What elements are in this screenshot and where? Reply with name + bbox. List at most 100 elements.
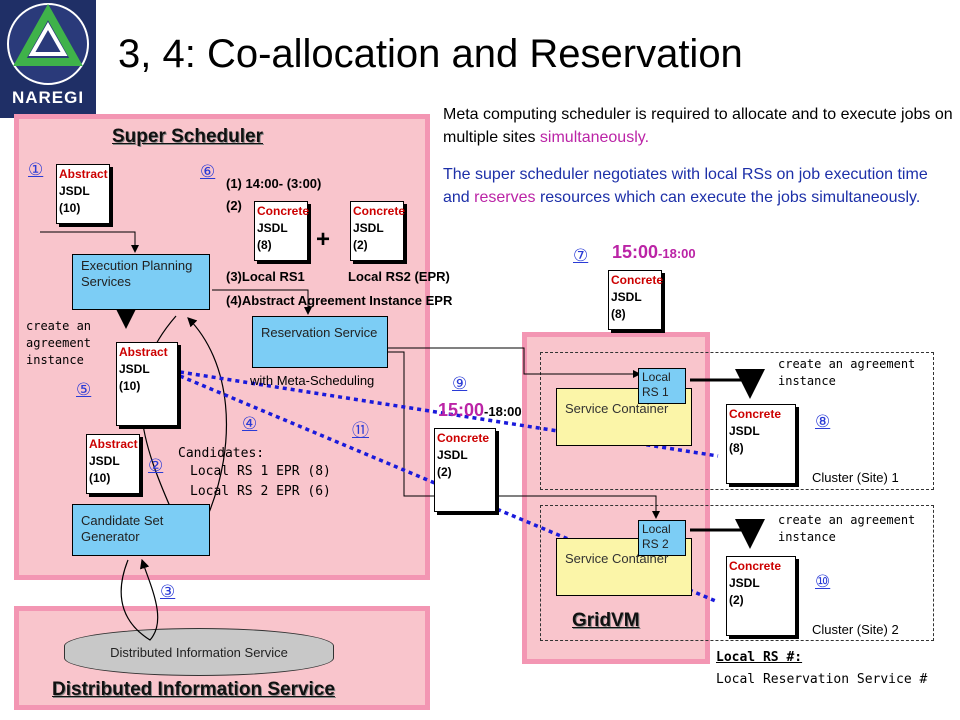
description-highlight: reserves	[474, 189, 536, 206]
doc-kind: Concrete	[437, 431, 490, 445]
abstract-jsdl-doc-3: Abstract JSDL (10)	[86, 434, 140, 494]
doc-kind: Abstract	[89, 437, 138, 451]
create-agreement-label-1: create an agreement instance	[778, 357, 916, 388]
description-highlight: simultaneously.	[539, 129, 650, 146]
step-4-text: (4)Abstract Agreement Instance EPR	[226, 293, 453, 308]
concrete-jsdl-cluster-1: Concrete JSDL (8)	[726, 404, 796, 484]
naregi-logo	[0, 0, 96, 118]
doc-count: (8)	[729, 441, 744, 455]
doc-count: (2)	[353, 238, 368, 252]
doc-kind: Concrete	[353, 204, 406, 218]
doc-kind: Abstract	[119, 345, 168, 359]
create-agreement-label: create an agreement instance	[26, 319, 92, 367]
doc-kind: Concrete	[729, 407, 782, 421]
step-3-text-a: (3)Local RS1	[226, 269, 305, 284]
time-9-start: 15:00	[438, 400, 485, 420]
concrete-jsdl-7: Concrete JSDL (8)	[608, 270, 664, 330]
description-p1: Meta computing scheduler is required to …	[443, 103, 953, 149]
doc-kind: Concrete	[611, 273, 664, 287]
doc-jsdl: JSDL	[353, 221, 384, 235]
doc-jsdl: JSDL	[119, 362, 150, 376]
candidates-label: Candidates:	[178, 446, 265, 461]
step-1-text: (1) 14:00- (3:00)	[226, 176, 322, 191]
time-7: 15:00-18:00	[612, 242, 696, 263]
legend-term: Local RS #:	[716, 650, 803, 665]
cluster-1-box	[540, 352, 934, 490]
time-9: 15:00-18:00	[438, 400, 522, 421]
candidate-2: Local RS 2 EPR (6)	[190, 484, 331, 499]
marker-7: ⑦	[573, 246, 589, 265]
create-agreement-label-2: create an agreement instance	[778, 513, 916, 544]
concrete-jsdl-cluster-2: Concrete JSDL (2)	[726, 556, 796, 636]
local-rs-2: Local RS 2	[638, 520, 686, 556]
marker-3: ③	[160, 582, 176, 601]
marker-10: ⑩	[815, 572, 831, 591]
dis-title: Distributed Information Service	[52, 679, 335, 700]
arrow-rs2-to-concrete2	[690, 519, 765, 549]
doc-count: (2)	[437, 465, 452, 479]
meta-scheduling-label: with Meta-Scheduling	[250, 373, 375, 388]
marker-8: ⑧	[815, 412, 831, 431]
marker-4: ④	[242, 414, 258, 433]
concrete-jsdl-2: Concrete JSDL (2)	[350, 201, 406, 261]
logo-text: NAREGI	[11, 88, 85, 107]
arrow-rs1-to-concrete8	[690, 369, 765, 399]
gridvm-title: GridVM	[572, 610, 640, 631]
service-container-1: Service Container	[556, 388, 692, 446]
marker-9: ⑨	[452, 374, 468, 393]
cluster-1-label: Cluster (Site) 1	[812, 470, 899, 485]
curve-dis-query	[120, 558, 159, 641]
description-text: Meta computing scheduler is required to …	[443, 106, 953, 146]
doc-jsdl: JSDL	[257, 221, 288, 235]
doc-kind: Concrete	[257, 204, 310, 218]
time-7-end: -18:00	[658, 246, 696, 261]
marker-6: ⑥	[200, 162, 216, 181]
candidate-1: Local RS 1 EPR (8)	[190, 464, 331, 479]
arrow-abstract-to-planning	[40, 231, 139, 253]
doc-jsdl: JSDL	[611, 290, 642, 304]
marker-11: ⑪	[352, 421, 369, 440]
reservation-service: Reservation Service	[252, 316, 388, 368]
marker-5: ⑤	[76, 380, 92, 399]
execution-planning-services: Execution Planning Services	[72, 254, 210, 310]
candidate-set-generator: Candidate Set Generator	[72, 504, 210, 556]
description-text: The super scheduler negotiates with loca…	[443, 166, 928, 206]
concrete-jsdl-8: Concrete JSDL (8)	[254, 201, 310, 261]
super-scheduler-title: Super Scheduler	[112, 126, 263, 147]
step-3-text-b: Local RS2 (EPR)	[348, 269, 450, 284]
marker-1: ①	[28, 160, 44, 179]
arrow-reservation-to-rs2	[388, 351, 660, 519]
triangle-knot-icon	[7, 3, 89, 85]
doc-kind: Abstract	[59, 167, 108, 181]
description-text: resources which can execute the jobs sim…	[535, 189, 921, 206]
doc-jsdl: JSDL	[59, 184, 90, 198]
doc-count: (2)	[729, 593, 744, 607]
description-p2: The super scheduler negotiates with loca…	[443, 163, 953, 209]
doc-jsdl: JSDL	[437, 448, 468, 462]
curve-candidates-to-planning	[187, 317, 227, 521]
marker-2: ②	[148, 456, 164, 475]
time-9-end: -18:00	[484, 404, 522, 419]
dotted-link-rs1	[179, 370, 719, 458]
time-7-start: 15:00	[612, 242, 659, 262]
plus-sign: +	[316, 226, 331, 253]
step-2-text: (2)	[226, 198, 242, 213]
doc-jsdl: JSDL	[89, 454, 120, 468]
doc-jsdl: JSDL	[729, 576, 760, 590]
legend-definition: Local Reservation Service #	[716, 672, 928, 687]
arrow-reservation-to-rs1	[388, 347, 641, 378]
local-rs-1: Local RS 1	[638, 368, 686, 404]
doc-count: (10)	[59, 201, 81, 215]
doc-count: (8)	[257, 238, 272, 252]
doc-kind: Concrete	[729, 559, 782, 573]
concrete-jsdl-9: Concrete JSDL (2)	[434, 428, 496, 512]
abstract-jsdl-doc-2: Abstract JSDL (10)	[116, 342, 178, 426]
abstract-jsdl-doc-1: Abstract JSDL (10)	[56, 164, 110, 224]
doc-count: (10)	[119, 379, 141, 393]
dis-cylinder: Distributed Information Service	[64, 628, 334, 676]
doc-count: (8)	[611, 307, 626, 321]
doc-jsdl: JSDL	[729, 424, 760, 438]
cluster-2-label: Cluster (Site) 2	[812, 622, 899, 637]
arrow-planning-to-reservation	[212, 289, 312, 315]
page-title: 3, 4: Co-allocation and Reservation	[118, 32, 743, 76]
